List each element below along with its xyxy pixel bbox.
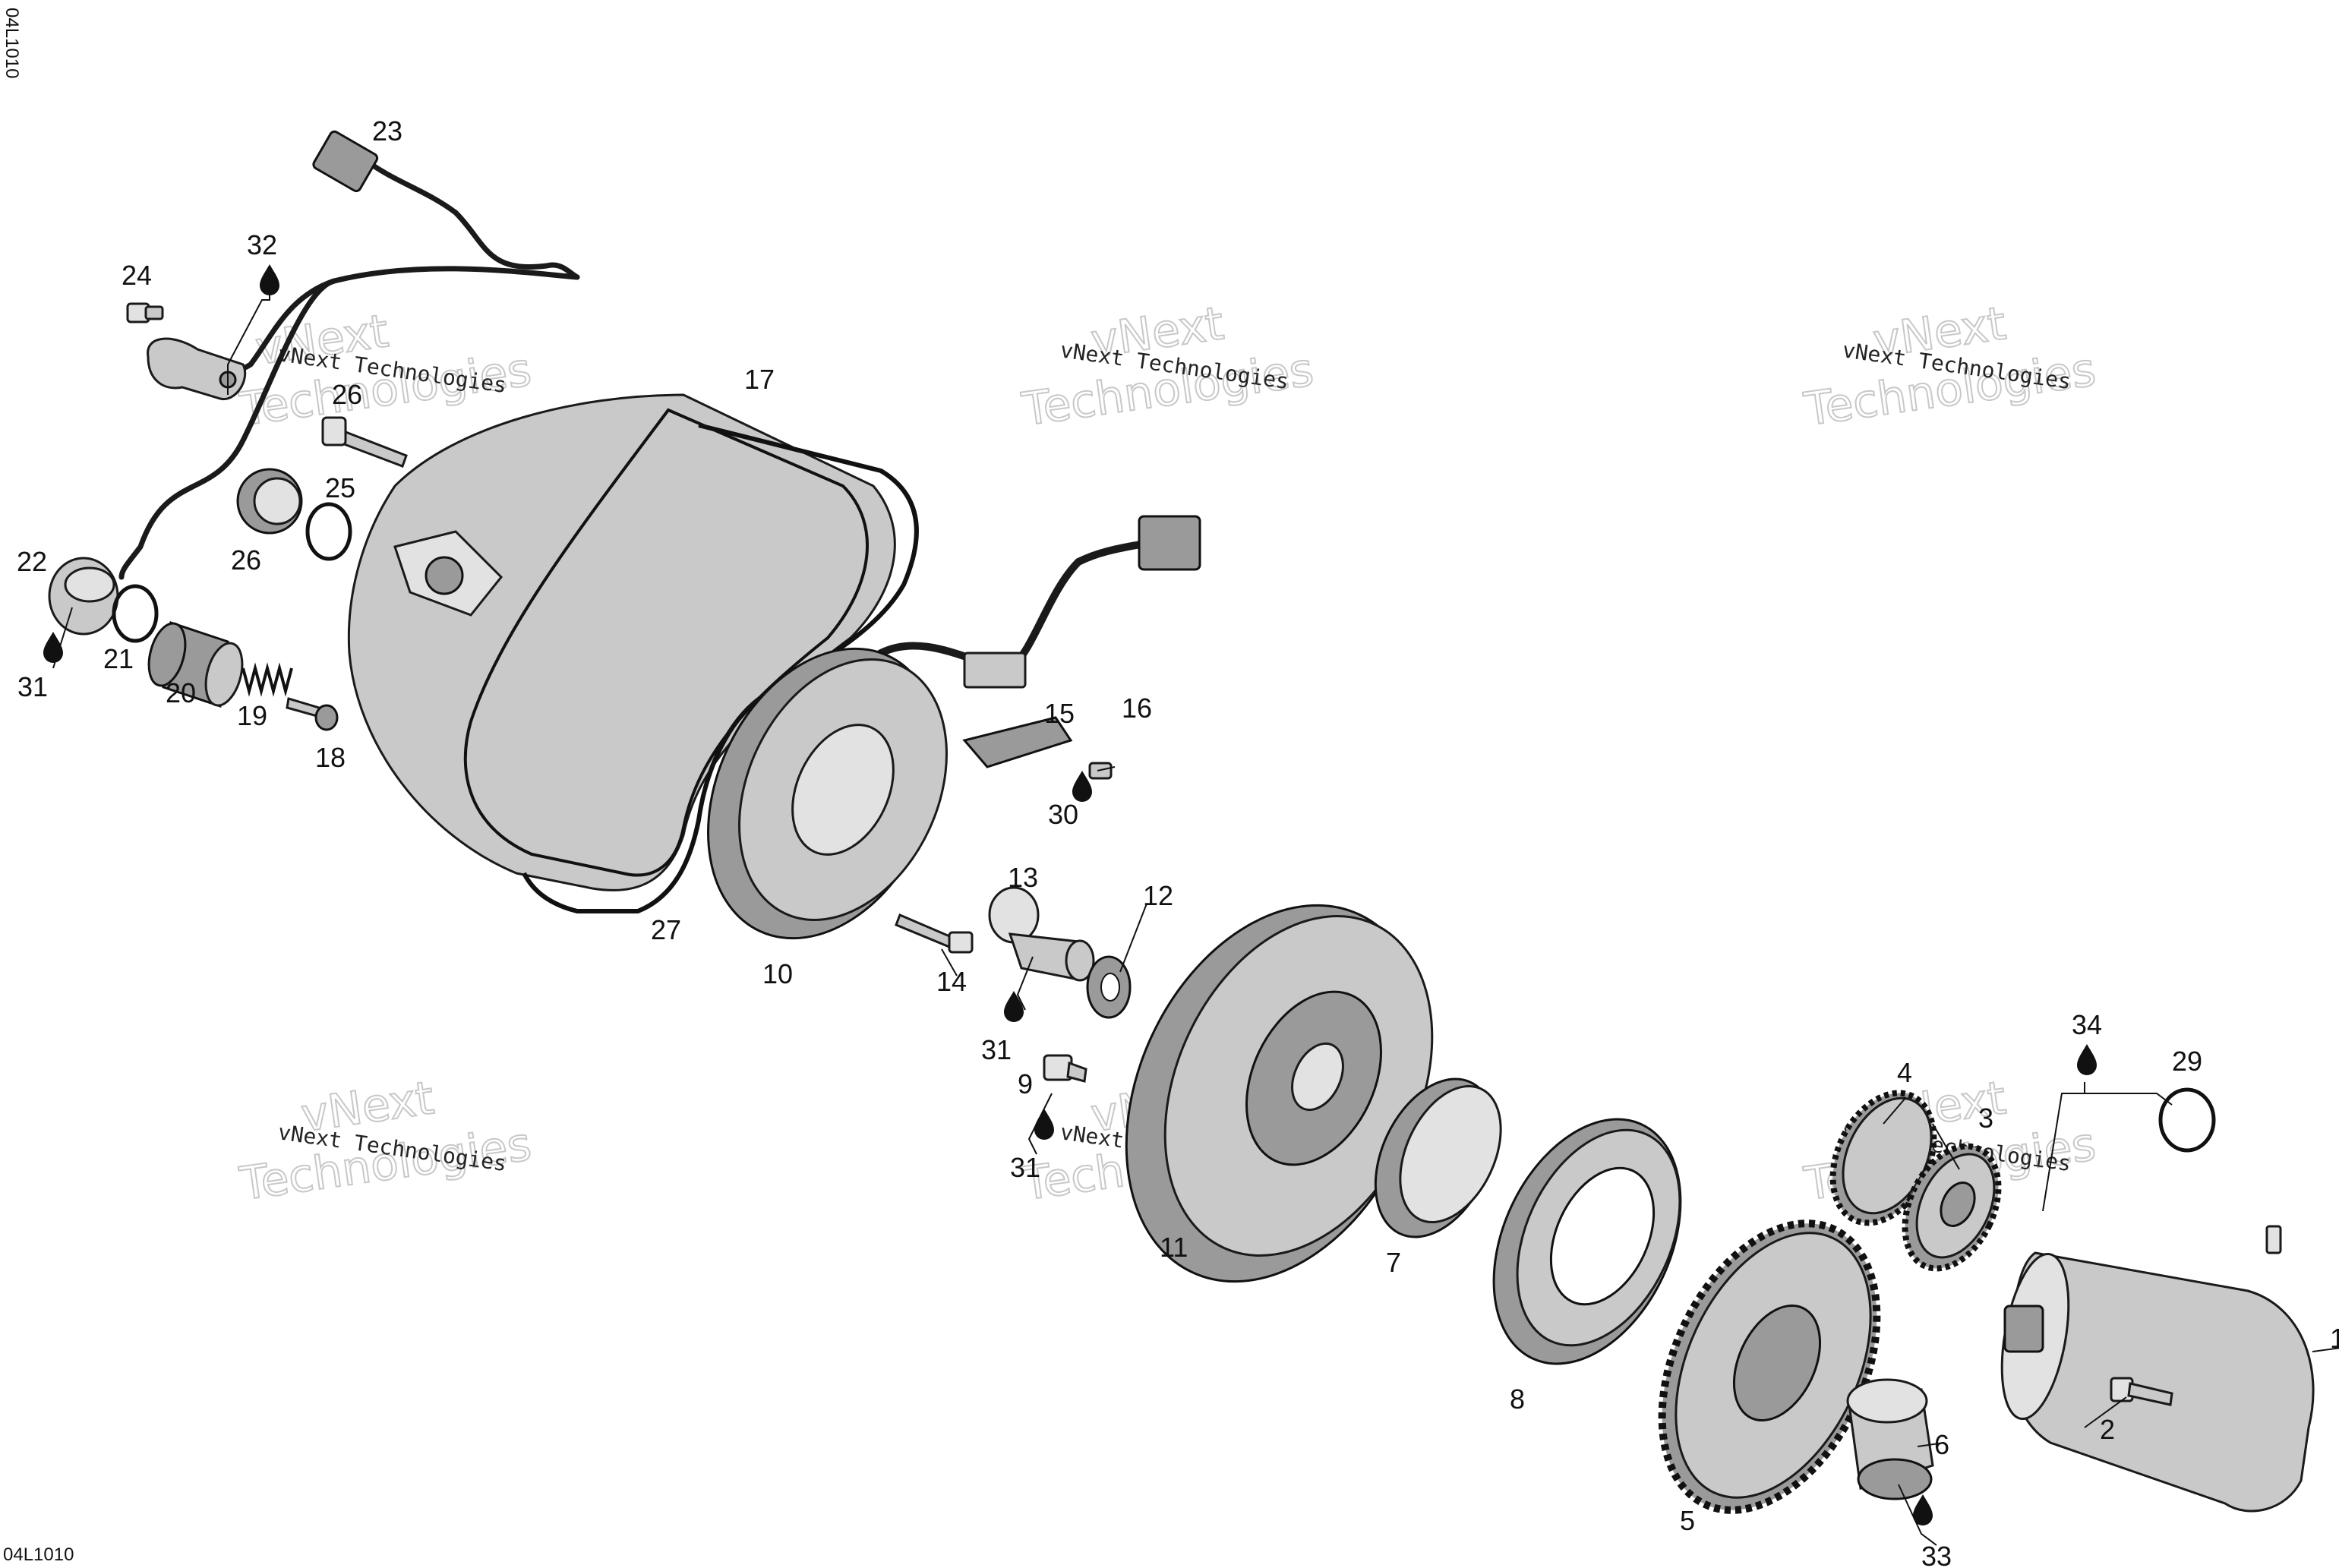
callout-11: 11: [1160, 1232, 1188, 1263]
part-23-wiring-harness: [118, 130, 580, 580]
part-1-starter-motor: [2000, 1225, 2315, 1513]
part-18-bolt: [286, 697, 339, 731]
reference-code: 04L1010: [3, 1544, 74, 1565]
callout-7: 7: [1386, 1247, 1401, 1278]
part-6-bushing: [1846, 1378, 1934, 1500]
callout-33: 33: [1921, 1541, 1952, 1568]
callout-21: 21: [103, 643, 134, 674]
watermark-top-left: vNext Technologies vNext Technologies: [235, 304, 535, 437]
part-21-o-ring: [112, 584, 159, 643]
part-8-plate: [1492, 1118, 1682, 1365]
part-26-bolt: [321, 416, 408, 468]
callout-6: 6: [1934, 1429, 1949, 1460]
callout-24: 24: [122, 260, 152, 291]
callout-1: 1: [2330, 1323, 2339, 1354]
callout-18: 18: [315, 742, 346, 773]
callout-19: 19: [237, 700, 267, 731]
drop-icon-30: [1072, 771, 1092, 802]
callout-4: 4: [1897, 1057, 1912, 1088]
watermark-bottom-left: vNext Technologies vNext Technologies: [235, 1071, 535, 1212]
drop-icon-32: [260, 264, 279, 295]
part-25-o-ring: [305, 502, 352, 561]
callout-25: 25: [325, 472, 355, 503]
callout-34: 34: [2072, 1009, 2102, 1040]
callout-labels: 1 2 3 4 5 6 7 8 9 10 11 12 13 14 15 16 1…: [17, 115, 2339, 1568]
part-24-bolt: [126, 302, 164, 323]
callout-31-plug: 31: [17, 671, 48, 702]
reference-code-vertical: 04L1010: [2, 8, 22, 78]
watermark-top-right: vNext Technologies vNext Technologies: [1800, 296, 2099, 437]
callout-32: 32: [247, 229, 277, 260]
part-17-crankcase-cover: [347, 393, 896, 891]
drop-icon-31c: [1034, 1109, 1054, 1140]
callout-31-pin: 31: [981, 1034, 1012, 1065]
callout-9: 9: [1018, 1068, 1033, 1099]
part-7-ring: [1374, 1077, 1502, 1238]
callout-26-cap: 26: [231, 544, 261, 576]
callout-5: 5: [1680, 1505, 1695, 1536]
callout-2: 2: [2100, 1414, 2115, 1445]
callout-16: 16: [1122, 693, 1152, 724]
callout-23: 23: [372, 115, 402, 147]
callout-22: 22: [17, 546, 47, 577]
callout-31-bolt: 31: [1010, 1152, 1040, 1183]
callout-12: 12: [1143, 880, 1173, 911]
callout-27: 27: [651, 914, 681, 945]
callout-30: 30: [1048, 799, 1078, 830]
callout-13: 13: [1008, 862, 1038, 893]
part-20-cylinder: [147, 620, 244, 708]
watermark-top-center: vNext Technologies vNext Technologies: [1018, 296, 1317, 437]
part-26-cap: [236, 468, 303, 535]
part-19-spring: [241, 662, 293, 697]
part-22-plug: [48, 557, 119, 636]
part-27-gasket: [522, 423, 919, 913]
part-10-stator: [707, 647, 948, 940]
part-13-pin: [988, 886, 1095, 982]
part-15-clamp: [962, 716, 1073, 768]
drop-icon-31a: [43, 632, 63, 663]
part-sensor: [147, 337, 247, 400]
drop-icon-33: [1913, 1494, 1933, 1525]
callout-10: 10: [762, 958, 793, 989]
callout-3: 3: [1978, 1103, 1993, 1134]
drop-icon-34: [2077, 1044, 2097, 1075]
callout-14: 14: [936, 966, 967, 997]
part-3-gear: [1902, 1143, 2002, 1272]
part-2-bolt: [2110, 1377, 2173, 1406]
callout-29: 29: [2172, 1046, 2202, 1077]
part-14-bolt: [895, 913, 974, 954]
part-4-gear: [1829, 1090, 1937, 1226]
callout-8: 8: [1510, 1383, 1525, 1415]
part-12-washer: [1086, 955, 1132, 1019]
drop-icon-31b: [1004, 991, 1024, 1022]
callout-15: 15: [1044, 698, 1075, 729]
part-9-bolt: [1043, 1054, 1087, 1083]
callout-26-bolt: 26: [332, 379, 362, 410]
callout-20: 20: [166, 677, 196, 708]
callout-17: 17: [744, 364, 775, 395]
part-11-flywheel: [1125, 904, 1434, 1283]
part-29-o-ring: [2158, 1087, 2216, 1153]
